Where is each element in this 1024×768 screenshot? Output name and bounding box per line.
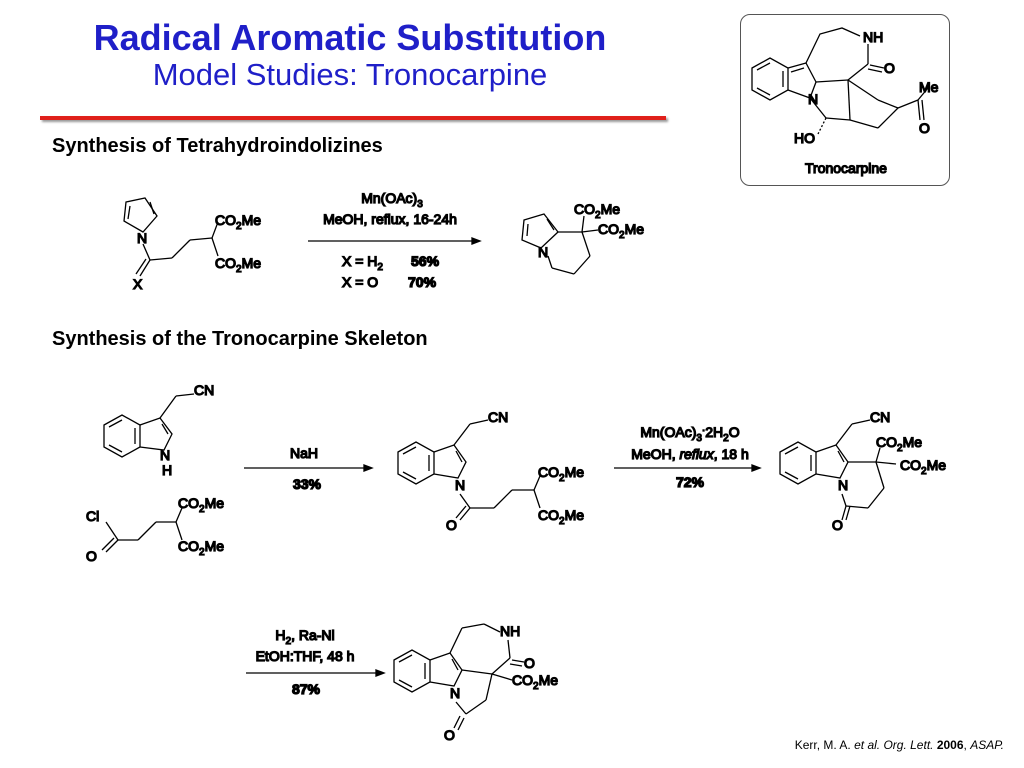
- group-CN: CN: [870, 409, 890, 425]
- condition-x-h2: X = H2: [342, 253, 383, 273]
- yield-87: 87%: [292, 681, 321, 697]
- ester-group: CO2Me: [598, 221, 644, 241]
- reaction-arrow-step-1: NaH 33%: [244, 444, 374, 493]
- atom-O: O: [919, 120, 930, 136]
- atom-N: N: [137, 230, 147, 246]
- atom-Cl: Cl: [86, 508, 99, 524]
- atom-Me: Me: [919, 79, 939, 95]
- tronocarpine-skeleton-structure: NH O N O CO2Me: [393, 622, 559, 744]
- title-underline: [40, 116, 666, 120]
- atom-NH: NH: [863, 29, 883, 45]
- section-heading-tetrahydroindolizines: Synthesis of Tetrahydroindolizines: [52, 135, 383, 157]
- target-name: Tronocarpine: [805, 160, 887, 176]
- pyrrole-diester-structure: N X CO2Me CO2Me: [123, 197, 262, 293]
- atom-O: O: [524, 655, 535, 671]
- slide-title: Radical Aromatic Substitution Model Stud…: [0, 18, 700, 92]
- acid-chloride-structure: Cl O CO2Me CO2Me: [85, 494, 225, 564]
- indole-acetonitrile-structure: CN N H: [103, 381, 215, 479]
- reagent-conditions: MeOH, reflux, 16-24h: [323, 211, 457, 227]
- atom-X: X: [133, 276, 143, 292]
- target-structure-box: [740, 14, 950, 186]
- ester-group: CO2Me: [512, 672, 558, 692]
- group-CN: CN: [194, 382, 214, 398]
- atom-NH: NH: [500, 623, 520, 639]
- yield-72: 72%: [676, 474, 705, 490]
- reagent-mnoac3-hydrate: Mn(OAc)3·2H2O: [640, 424, 739, 444]
- atom-N: N: [455, 477, 465, 493]
- yield-33: 33%: [293, 476, 322, 492]
- atom-N: N: [450, 685, 460, 701]
- tronocarpine-structure: NH O N Me O HO: [751, 27, 939, 147]
- title-line-1: Radical Aromatic Substitution: [93, 17, 607, 58]
- atom-N: N: [838, 477, 848, 493]
- reaction-arrow-step-2: Mn(OAc)3·2H2O MeOH, reflux, 18 h 72%: [614, 423, 762, 491]
- ester-group: CO2Me: [178, 538, 224, 558]
- reagent-mnoac3: Mn(OAc)3: [361, 190, 423, 210]
- reagent-nah: NaH: [290, 445, 318, 461]
- atom-O: O: [86, 548, 97, 564]
- yield-70: 70%: [408, 274, 437, 290]
- atom-O: O: [444, 727, 455, 743]
- atom-O: O: [446, 517, 457, 533]
- atom-HO: HO: [794, 130, 815, 146]
- ester-group: CO2Me: [574, 201, 620, 221]
- ester-group: CO2Me: [900, 457, 946, 477]
- ester-group: CO2Me: [215, 212, 261, 232]
- ester-group: CO2Me: [538, 464, 584, 484]
- atom-N: N: [808, 91, 818, 107]
- reaction-arrow-1: Mn(OAc)3 MeOH, reflux, 16-24h X = H2 56%…: [308, 189, 482, 291]
- ester-group: CO2Me: [538, 507, 584, 527]
- ester-group: CO2Me: [178, 495, 224, 515]
- section-heading-tronocarpine-skeleton: Synthesis of the Tronocarpine Skeleton: [52, 328, 428, 350]
- citation: Kerr, M. A. et al. Org. Lett. 2006, ASAP…: [794, 738, 1004, 752]
- atom-H: H: [162, 462, 172, 478]
- n-acyl-indole-structure: CN N O CO2Me CO2Me: [397, 408, 585, 534]
- reagent-conditions-step-3: EtOH:THF, 48 h: [256, 648, 355, 664]
- yield-56: 56%: [411, 253, 440, 269]
- atom-O: O: [832, 517, 843, 533]
- title-line-2: Model Studies: Tronocarpine: [152, 56, 548, 92]
- ester-group: CO2Me: [215, 255, 261, 275]
- reagent-conditions-step-2: MeOH, reflux, 18 h: [631, 446, 749, 462]
- atom-N: N: [538, 244, 548, 260]
- atom-N: N: [160, 447, 170, 463]
- cyclized-indole-structure: CN N O CO2Me CO2Me: [779, 408, 947, 534]
- tetrahydroindolizine-structure: N CO2Me CO2Me: [521, 200, 645, 275]
- atom-O: O: [884, 60, 895, 76]
- group-CN: CN: [488, 409, 508, 425]
- ester-group: CO2Me: [876, 434, 922, 454]
- reagent-h2-raney-ni: H2, Ra-Ni: [275, 627, 334, 647]
- reaction-arrow-step-3: H2, Ra-Ni EtOH:THF, 48 h 87%: [246, 626, 386, 698]
- condition-x-o: X = O: [342, 274, 378, 290]
